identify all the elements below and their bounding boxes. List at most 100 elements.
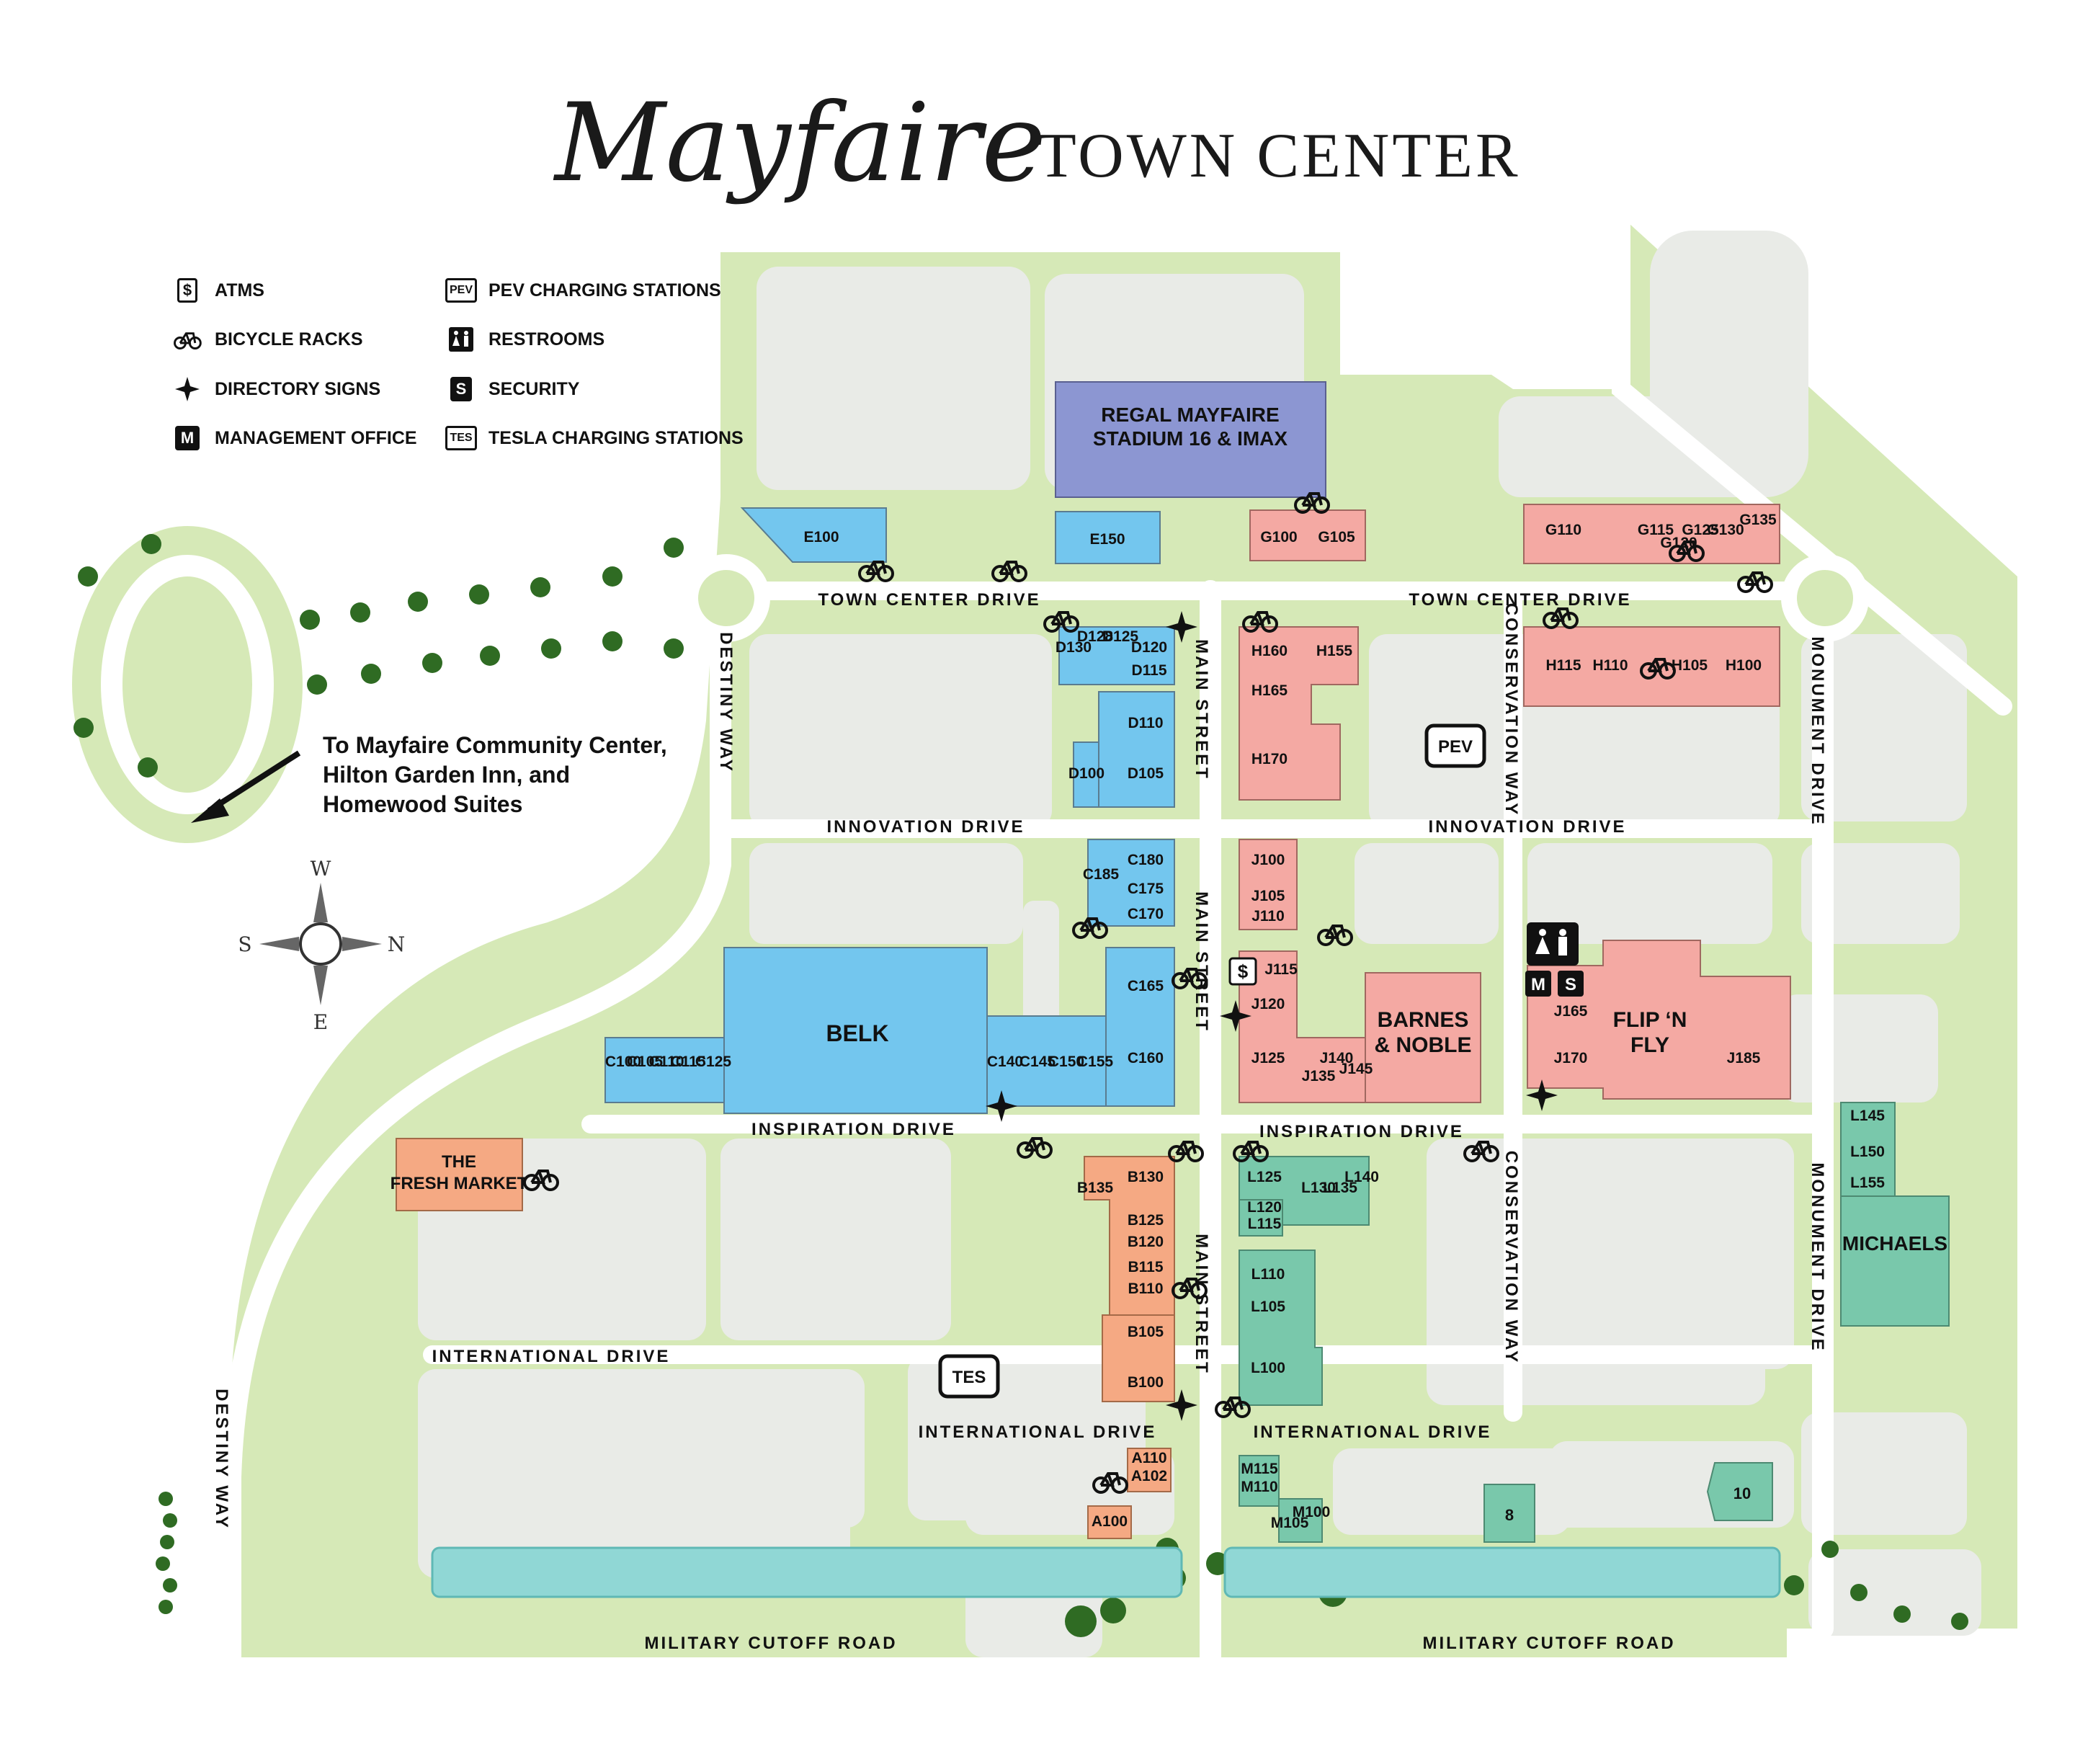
bicycle-icon: [991, 561, 1027, 582]
building-regal: [1055, 381, 1326, 498]
unit-label: B120: [1128, 1234, 1164, 1250]
directory-sign-icon: [173, 376, 202, 402]
security-glyph: S: [1565, 975, 1576, 994]
unit-label: C155: [1077, 1054, 1114, 1070]
orange-buildings: [396, 1138, 1175, 1539]
unit-label: D130: [1056, 639, 1092, 656]
building-flip: [1527, 940, 1791, 1100]
building-michaels: [1840, 1195, 1950, 1327]
bicycle-icon: [1172, 1278, 1208, 1299]
legend-item-directory-signs: DIRECTORY SIGNS: [173, 376, 380, 402]
unit-label: B100: [1128, 1374, 1164, 1391]
unit-label: A110: [1131, 1450, 1166, 1466]
road-main-street-mid: MAIN STREET: [1192, 891, 1211, 1033]
building-h-left: [1239, 626, 1359, 801]
security-icon: S: [447, 376, 476, 402]
unit-label: D100: [1068, 765, 1105, 782]
building-l-top-left: [1239, 1199, 1283, 1237]
road-inspiration-drive-west: INSPIRATION DRIVE: [751, 1120, 956, 1139]
road-destiny-way-north: DESTINY WAY: [716, 632, 736, 773]
directions-note: To Mayfaire Community Center, Hilton Gar…: [191, 732, 667, 823]
road-international-drive-east: INTERNATIONAL DRIVE: [1254, 1422, 1492, 1442]
building-a100: [1087, 1505, 1132, 1539]
unit-label: L155: [1850, 1175, 1885, 1191]
road-military-cutoff-east: MILITARY CUTOFF ROAD: [1422, 1634, 1675, 1653]
building-d-block-lower: [1073, 741, 1099, 808]
building-l145-l155: [1840, 1102, 1896, 1197]
unit-label: E100: [803, 529, 839, 545]
legend-item-restrooms: RESTROOMS: [447, 326, 604, 352]
road-conservation-way-south: CONSERVATION WAY: [1501, 1151, 1521, 1364]
unit-label: B125: [1128, 1212, 1164, 1229]
road-monument-drive-north: MONUMENT DRIVE: [1808, 636, 1827, 826]
unit-label: L120: [1247, 1199, 1282, 1216]
restroom-icon: [1527, 922, 1579, 966]
blue-buildings: [604, 507, 1175, 1114]
unit-label: L105: [1251, 1298, 1285, 1315]
unit-label: H160: [1251, 643, 1288, 659]
building-fresh-market: [396, 1138, 523, 1211]
label-fresh-market-2: FRESH MARKET: [391, 1174, 528, 1193]
unit-label: C180: [1128, 852, 1164, 868]
directory-sign-icon: [1220, 1000, 1251, 1032]
unit-label: M110: [1241, 1479, 1277, 1495]
unit-label: J135: [1302, 1068, 1336, 1084]
legend-label: PEV CHARGING STATIONS: [488, 280, 721, 300]
label-flip-2: FLY: [1630, 1033, 1669, 1057]
bicycle-icon: [1737, 571, 1773, 593]
unit-label: J170: [1554, 1050, 1588, 1066]
unit-label: L135: [1323, 1180, 1357, 1196]
compass-s: S: [238, 932, 251, 956]
building-belk: [723, 947, 988, 1114]
directions-line-2: Hilton Garden Inn, and: [323, 762, 570, 788]
legend-label: MANAGEMENT OFFICE: [215, 427, 417, 448]
bicycle-icon: [1242, 611, 1278, 633]
atm-glyph: $: [1238, 961, 1249, 982]
unit-label: H155: [1316, 643, 1353, 659]
directory-sign-icon: [1166, 611, 1197, 643]
bicycle-icon: [1072, 917, 1108, 939]
directory-sign-markers: [986, 611, 1558, 1421]
building-c165-c160: [1105, 947, 1175, 1107]
building-outparcel-10: [1706, 1462, 1773, 1521]
compass-rose-icon: W E S N: [238, 857, 405, 1034]
unit-label: J100: [1251, 852, 1285, 868]
tesla-glyph: TES: [952, 1368, 986, 1387]
building-a-top: [1127, 1448, 1172, 1492]
unit-label: C175: [1128, 881, 1164, 897]
unit-label: M115: [1241, 1461, 1278, 1477]
road-inspiration-drive-east: INSPIRATION DRIVE: [1259, 1122, 1464, 1141]
unit-label: D128: [1077, 628, 1114, 645]
bicycle-icon: [1317, 925, 1353, 946]
legend-label: SECURITY: [488, 378, 580, 399]
unit-label: L115: [1248, 1216, 1282, 1232]
unit-label: B130: [1128, 1169, 1164, 1185]
unit-label: G100: [1260, 529, 1297, 545]
building-l-mid: [1239, 1250, 1323, 1406]
management-office-icon: M: [173, 425, 202, 451]
unit-label: C105: [627, 1054, 664, 1070]
legend-item-management-office: M MANAGEMENT OFFICE: [173, 425, 417, 451]
bicycle-icon: [1092, 1472, 1128, 1494]
unit-label: J105: [1251, 888, 1285, 904]
unit-label: A100: [1092, 1513, 1128, 1530]
unit-label: J140: [1320, 1050, 1354, 1066]
label-outparcel-8: 8: [1505, 1506, 1514, 1524]
bicycle-icon: [1168, 1141, 1204, 1162]
bicycle-icon: [1233, 1141, 1269, 1162]
unit-label: C110: [648, 1054, 684, 1070]
building-g-row: [1523, 504, 1780, 564]
unit-label: B105: [1128, 1324, 1164, 1340]
directory-sign-icon: [986, 1090, 1017, 1122]
building-d-block-mid: [1098, 691, 1175, 808]
label-barnes-2: & NOBLE: [1375, 1033, 1472, 1057]
tesla-charging-icon: TES: [445, 425, 477, 451]
unit-label: D120: [1131, 639, 1167, 656]
unit-label: C150: [1048, 1054, 1084, 1070]
roundabouts: [682, 554, 1869, 642]
building-outparcel-8: [1483, 1484, 1535, 1543]
unit-label: J125: [1251, 1050, 1285, 1066]
road-main-street-south: MAIN STREET: [1192, 1234, 1211, 1375]
unit-label: J120: [1251, 996, 1285, 1012]
